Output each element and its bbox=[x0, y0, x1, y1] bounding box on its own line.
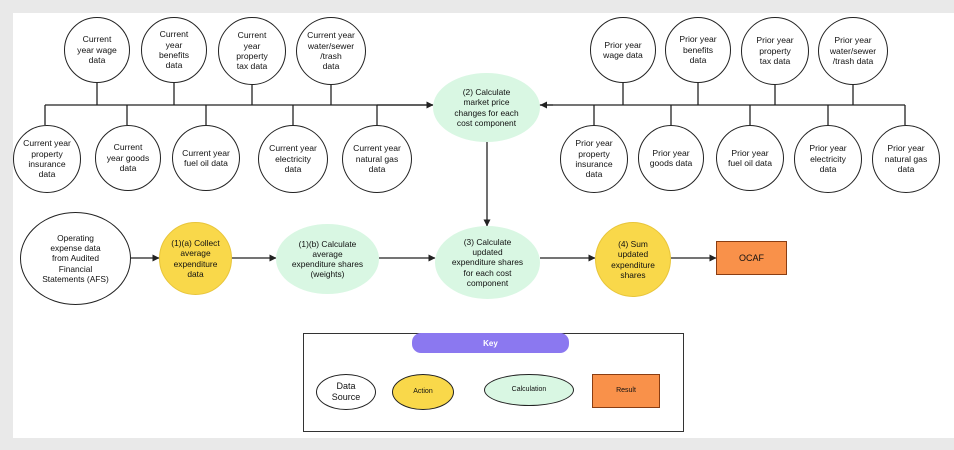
prior-year-wage-data: Prior year wage data bbox=[590, 17, 656, 83]
prior-year-property-insurance-data: Prior year property insurance data bbox=[560, 125, 628, 193]
current-year-goods-data: Current year goods data bbox=[95, 125, 161, 191]
current-year-electricity-data: Current year electricity data bbox=[258, 125, 328, 193]
current-year-property-insurance-data: Current year property insurance data bbox=[13, 125, 81, 193]
legend-data-source: Data Source bbox=[316, 374, 376, 410]
prior-year-benefits-data: Prior year benefits data bbox=[665, 17, 731, 83]
step-1a-collect-average-expenditure-data: (1)(a) Collect average expenditure data bbox=[159, 222, 232, 295]
step-4-sum-updated-expenditure-shares: (4) Sum updated expenditure shares bbox=[595, 222, 671, 297]
legend-action: Action bbox=[392, 374, 454, 410]
ocaf-result: OCAF bbox=[716, 241, 787, 275]
legend-calculation: Calculation bbox=[484, 374, 574, 406]
prior-year-natural-gas-data: Prior year natural gas data bbox=[872, 125, 940, 193]
step-1b-calculate-average-expenditure-shares: (1)(b) Calculate average expenditure sha… bbox=[276, 224, 379, 294]
legend-title: Key bbox=[412, 333, 569, 353]
current-year-water-sewer-trash-data: Current year water/sewer /trash data bbox=[296, 17, 366, 85]
operating-expense-data-afs: Operating expense data from Audited Fina… bbox=[20, 212, 131, 305]
current-year-fuel-oil-data: Current year fuel oil data bbox=[172, 125, 240, 191]
prior-year-goods-data: Prior year goods data bbox=[638, 125, 704, 191]
current-year-property-tax-data: Current year property tax data bbox=[218, 17, 286, 85]
flow-diagram: Current year wage data Current year bene… bbox=[13, 13, 954, 438]
current-year-benefits-data: Current year benefits data bbox=[141, 17, 207, 83]
step-2-calculate-market-price-changes: (2) Calculate market price changes for e… bbox=[433, 73, 540, 142]
prior-year-fuel-oil-data: Prior year fuel oil data bbox=[716, 125, 784, 191]
prior-year-electricity-data: Prior year electricity data bbox=[794, 125, 862, 193]
prior-year-water-sewer-trash-data: Prior year water/sewer /trash data bbox=[818, 17, 888, 85]
step-3-calculate-updated-expenditure-shares: (3) Calculate updated expenditure shares… bbox=[435, 226, 540, 299]
legend-key: Key Data Source Action Calculation Resul… bbox=[303, 333, 684, 432]
arrow-right-to-step2 bbox=[540, 101, 547, 109]
current-year-wage-data: Current year wage data bbox=[64, 17, 130, 83]
connector-lines bbox=[44, 83, 906, 262]
legend-result: Result bbox=[592, 374, 660, 408]
current-year-natural-gas-data: Current year natural gas data bbox=[342, 125, 412, 193]
prior-year-property-tax-data: Prior year property tax data bbox=[741, 17, 809, 85]
